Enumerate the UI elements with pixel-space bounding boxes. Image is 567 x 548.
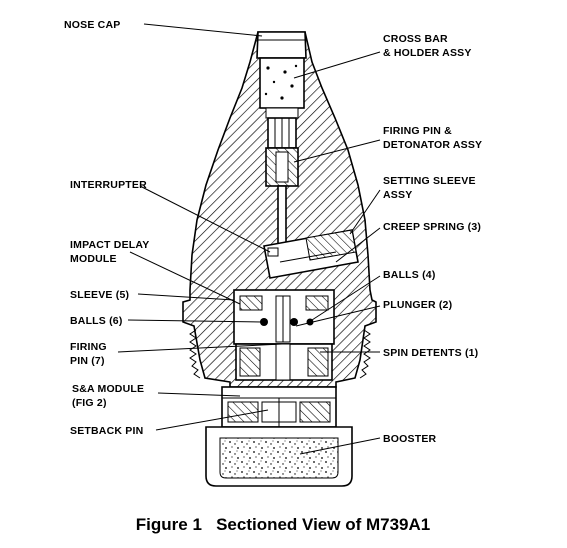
label-setting-sleeve-line1: SETTING SLEEVE — [383, 175, 476, 187]
label-balls-4: BALLS (4) — [383, 269, 436, 281]
label-creep-spring: CREEP SPRING (3) — [383, 221, 481, 233]
label-sleeve-5: SLEEVE (5) — [70, 289, 129, 301]
label-firing-pin-det-line1: FIRING PIN & — [383, 125, 452, 137]
label-nose-cap: NOSE CAP — [64, 19, 120, 31]
label-plunger-2: PLUNGER (2) — [383, 299, 452, 311]
label-firing-pin-7-line2: PIN (7) — [70, 355, 105, 367]
leader-lines — [117, 23, 381, 455]
thread-band — [189, 329, 371, 379]
label-booster: BOOSTER — [383, 433, 437, 445]
setting-sleeve-assy — [263, 229, 359, 279]
label-cross-bar-line1: CROSS BAR — [383, 33, 448, 45]
firing-pin-detonator — [265, 117, 299, 247]
label-cross-bar-line2: & HOLDER ASSY — [383, 47, 472, 59]
label-interrupter: INTERRUPTER — [70, 179, 147, 191]
cross-bar-holder — [259, 57, 305, 109]
booster-cup — [205, 426, 353, 487]
firing-pin-region — [235, 343, 333, 381]
holder-dots — [264, 64, 298, 100]
label-firing-pin-det-line2: DETONATOR ASSY — [383, 139, 482, 151]
label-setting-sleeve-line2: ASSY — [383, 189, 412, 201]
nose-cap — [256, 31, 307, 59]
sa-module — [221, 386, 337, 428]
label-setback-pin: SETBACK PIN — [70, 425, 143, 437]
booster-charge — [219, 437, 339, 479]
label-sa-module-line2: (FIG 2) — [72, 397, 107, 409]
figure-caption: Figure 1 Sectioned View of M739A1 — [136, 515, 430, 534]
labels: NOSE CAP CROSS BAR & HOLDER ASSY FIRING … — [64, 19, 482, 445]
label-sa-module-line1: S&A MODULE — [72, 383, 144, 395]
label-firing-pin-7-line1: FIRING — [70, 341, 107, 353]
label-impact-delay-line1: IMPACT DELAY — [70, 239, 149, 251]
label-impact-delay-line2: MODULE — [70, 253, 117, 265]
fuze-body — [182, 31, 377, 388]
label-spin-detents: SPIN DETENTS (1) — [383, 347, 478, 359]
impact-delay-module — [233, 289, 335, 345]
label-balls-6: BALLS (6) — [70, 315, 123, 327]
